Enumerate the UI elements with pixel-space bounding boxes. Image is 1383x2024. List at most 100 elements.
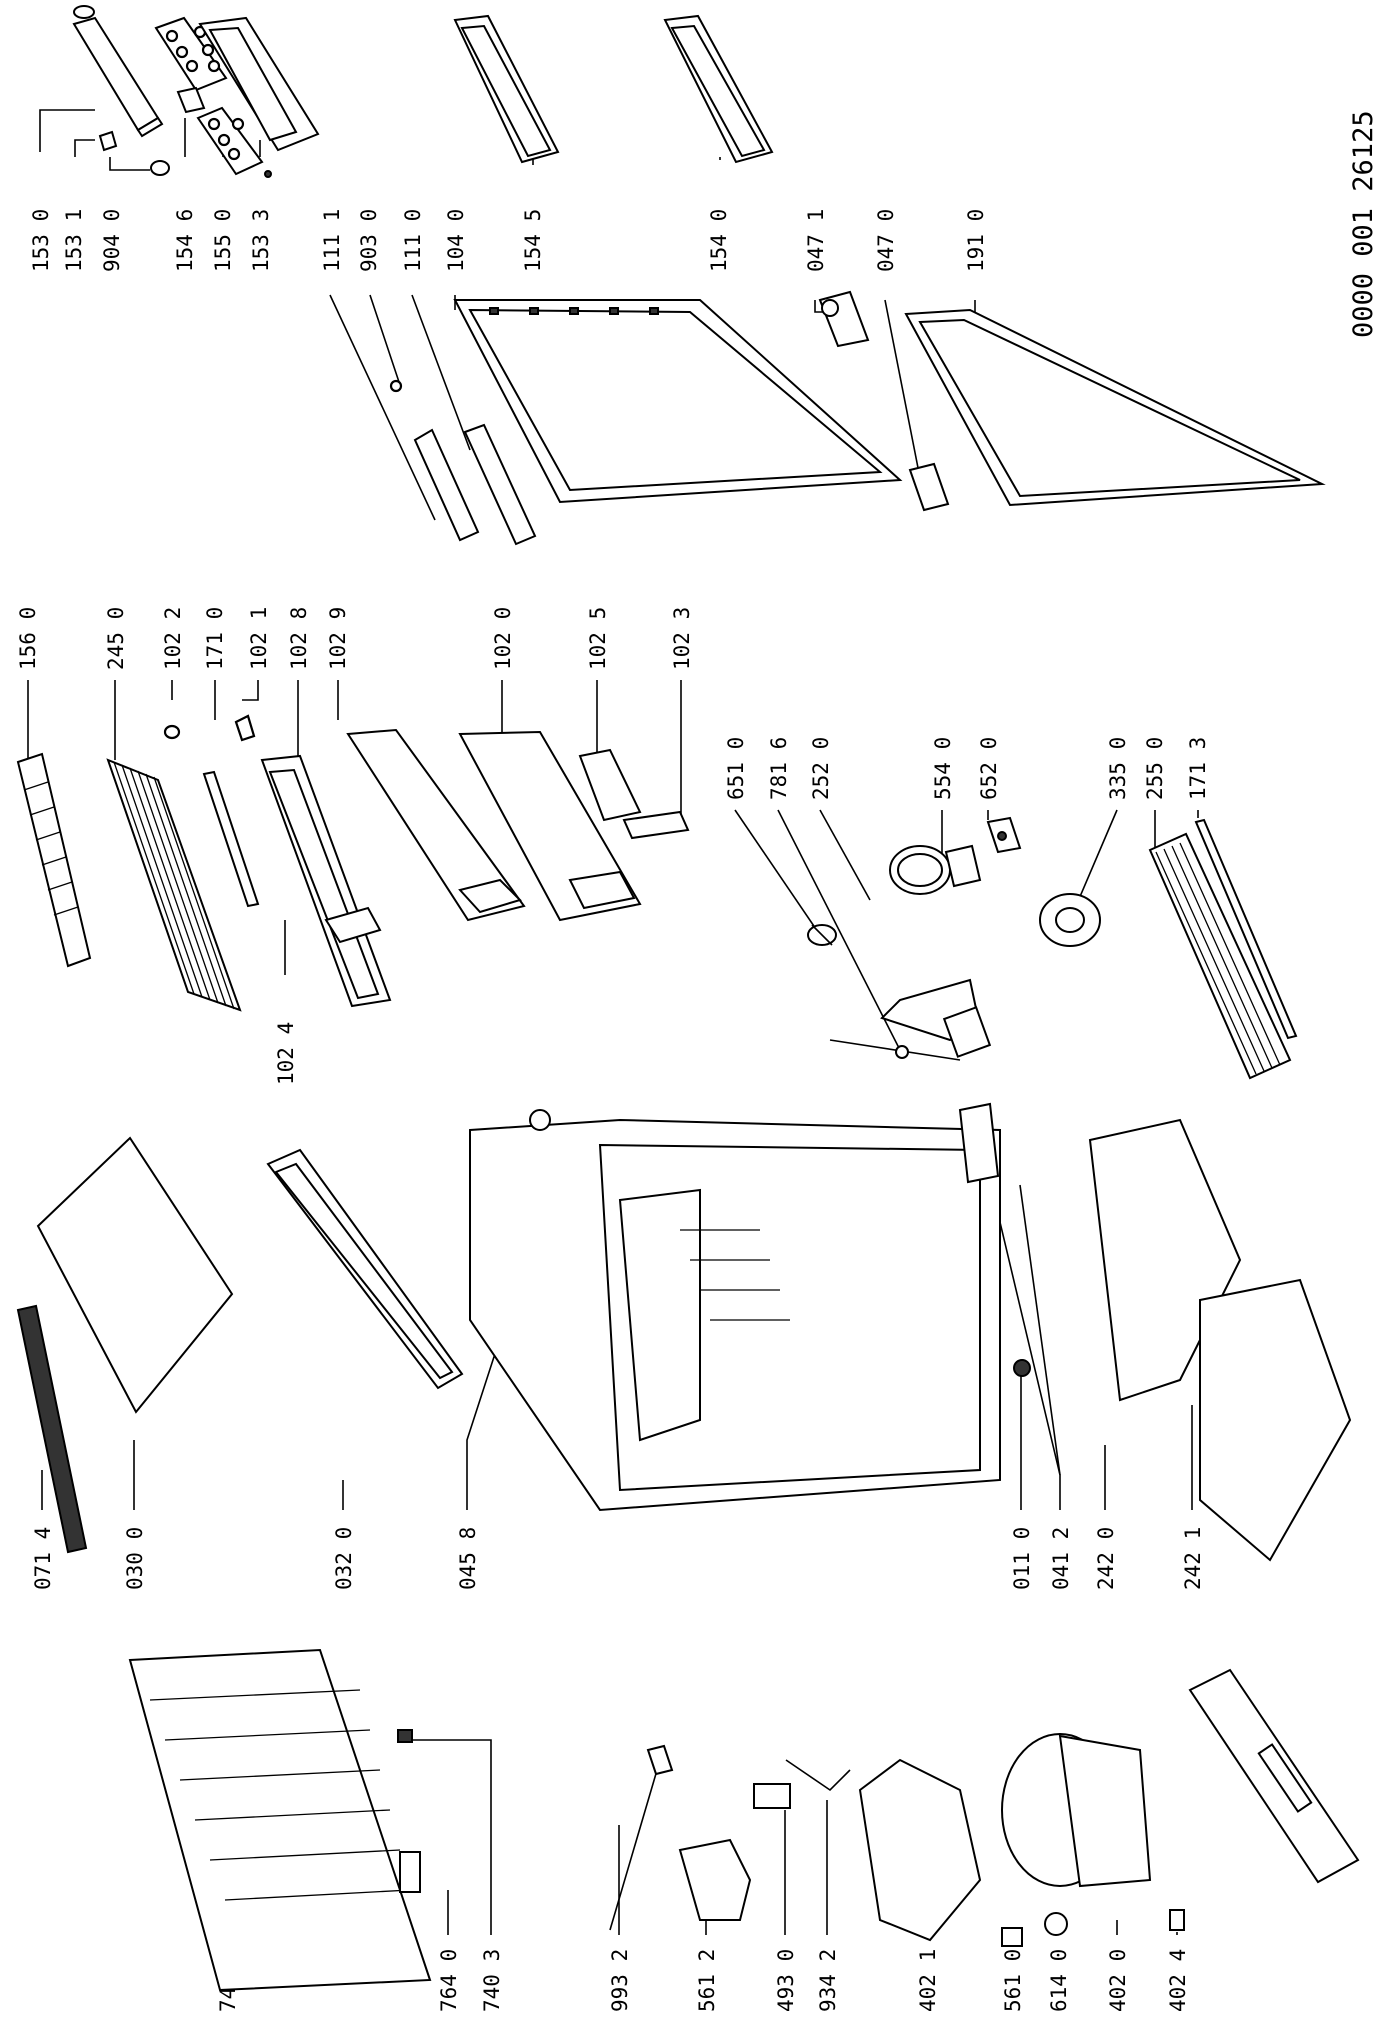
callout-label: 651 0 [724, 737, 748, 800]
leader-lines [27, 109, 1199, 1965]
evaporator-door-frame [260, 754, 392, 1008]
callout-label: 245 0 [104, 607, 128, 670]
callout-label: 153 0 [29, 209, 53, 272]
callout-label: 011 0 [1010, 1527, 1034, 1590]
screw-781-6 [829, 1039, 961, 1061]
glass-shelf-255 [1148, 832, 1292, 1080]
callout-label: 614 0 [1047, 1949, 1071, 2012]
callout-label: 561 0 [1001, 1949, 1025, 2012]
grommet-402-4 [1169, 1909, 1185, 1931]
callout-label: 242 1 [1181, 1527, 1205, 1590]
egg-tray-upper [154, 16, 228, 92]
callout-label: 111 0 [401, 209, 425, 272]
callout-label: 402 4 [1166, 1949, 1190, 2012]
crisper-242-1 [1199, 1278, 1352, 1562]
callout-label: 041 2 [1049, 1527, 1073, 1590]
small-parts-102 [163, 714, 690, 944]
callout-label: 102 9 [326, 607, 350, 670]
ice-tray [16, 752, 92, 968]
callout-label: 032 0 [332, 1527, 356, 1590]
callout-label: 561 2 [695, 1949, 719, 2012]
callout-label: 047 1 [804, 209, 828, 272]
callout-label: 104 0 [444, 209, 468, 272]
callout-label: 171 3 [1186, 737, 1210, 800]
grille-071 [16, 1304, 88, 1554]
callout-label: 102 1 [247, 607, 271, 670]
relay-561-0 [1001, 1927, 1023, 1947]
callout-label: 153 3 [249, 209, 273, 272]
capacitor-493 [753, 1783, 791, 1809]
callout-label: 993 2 [608, 1949, 632, 2012]
egg-tray-lower [196, 106, 264, 176]
thermostat-sensor-652 [986, 816, 1022, 854]
callout-label: 102 3 [670, 607, 694, 670]
shelf-trim-171-3 [1194, 818, 1298, 1040]
callout-label: 102 0 [491, 607, 515, 670]
callout-label: 252 0 [809, 737, 833, 800]
knob-335 [1039, 893, 1101, 947]
callout-label: 102 5 [586, 607, 610, 670]
evaporator-box-102-9 [346, 728, 526, 922]
callout-label: 781 6 [767, 737, 791, 800]
callout-label: 764 0 [437, 1949, 461, 2012]
lamp-fitting [807, 924, 837, 946]
door-bin-small [72, 5, 164, 138]
thermostat-housing [880, 978, 992, 1058]
door-gasket [904, 308, 1326, 507]
wire-934 [785, 1759, 851, 1792]
callout-label: 402 1 [916, 1949, 940, 2012]
callout-label: 102 4 [274, 1022, 298, 1085]
hinge-047-0 [908, 462, 950, 512]
hinge-047-1 [818, 290, 870, 348]
drier-764 [399, 1851, 421, 1893]
callout-label: 154 6 [173, 209, 197, 272]
small-parts-top [98, 86, 272, 178]
cap-011 [1013, 1359, 1031, 1377]
callout-label: 102 8 [287, 607, 311, 670]
callout-label: 904 0 [100, 209, 124, 272]
callout-label: 903 0 [357, 209, 381, 272]
door-inner-panel [453, 299, 903, 504]
callout-label: 030 0 [123, 1527, 147, 1590]
shelf-trim-171 [202, 770, 260, 908]
callout-label: 154 0 [707, 209, 731, 272]
callout-label: 111 1 [320, 209, 344, 272]
fridge-cabinet [469, 1118, 1001, 1512]
cover-402-1 [858, 1758, 982, 1942]
callout-label: 171 0 [203, 607, 227, 670]
cable-993 [609, 1744, 674, 1931]
callout-label: 154 5 [521, 209, 545, 272]
callout-label: 652 0 [977, 737, 1001, 800]
door-bin-154-0 [663, 14, 774, 164]
relay-561-2 [678, 1838, 752, 1921]
callout-label: 242 0 [1094, 1527, 1118, 1590]
callout-label: 102 2 [161, 607, 185, 670]
callout-label: 191 0 [964, 209, 988, 272]
grommet-740-3 [397, 1729, 413, 1743]
door-shelf-large [198, 16, 320, 152]
overload-614 [1044, 1912, 1068, 1936]
thermostat-knob-ring [889, 845, 951, 895]
document-number: 0000 001 26125 [1348, 110, 1379, 338]
callout-label: 045 8 [456, 1527, 480, 1590]
frame-032 [266, 1148, 464, 1390]
door-handle-parts [389, 379, 537, 546]
callout-label: 153 1 [62, 209, 86, 272]
callout-label: 493 0 [774, 1949, 798, 2012]
document-number-text: 0000 001 26125 [1348, 110, 1379, 338]
callout-label: 255 0 [1143, 737, 1167, 800]
callout-label: 155 0 [211, 209, 235, 272]
compressor-402 [1001, 1733, 1152, 1888]
callout-label: 335 0 [1106, 737, 1130, 800]
callout-label: 156 0 [16, 607, 40, 670]
evaporator-box-102-0 [458, 730, 642, 922]
door-bin-154-5 [453, 14, 560, 164]
callout-label: 071 4 [31, 1527, 55, 1590]
hinge-pin-045 [529, 1109, 551, 1131]
callout-label: 402 0 [1106, 1949, 1130, 2012]
condenser-740 [128, 1648, 432, 1992]
callout-label: 554 0 [931, 737, 955, 800]
wire-shelf-245 [106, 758, 242, 1012]
callout-label: 740 3 [480, 1949, 504, 2012]
